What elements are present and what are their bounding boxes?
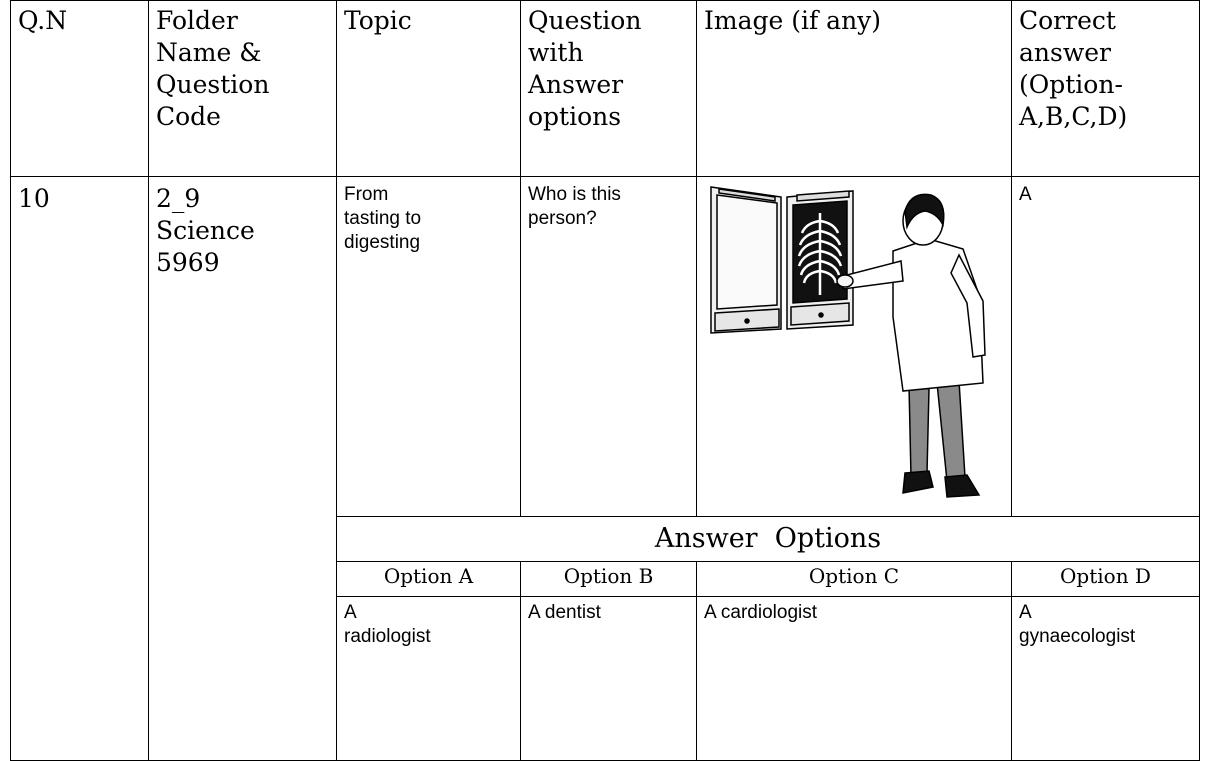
option-b-value: A dentist — [520, 596, 697, 761]
option-a-label: Option A — [336, 561, 521, 597]
header-qn: Q.N — [10, 0, 149, 177]
option-c-value: A cardiologist — [696, 596, 1012, 761]
cell-image — [696, 176, 1012, 517]
cell-correct-answer: A — [1011, 176, 1200, 517]
option-labels-row: Option A Option B Option C Option D — [11, 561, 1200, 597]
header-topic: Topic — [336, 0, 521, 177]
doctor-viewing-xray-icon — [710, 186, 986, 498]
answer-options-title-row: Answer Options — [11, 516, 1200, 562]
option-d-label: Option D — [1011, 561, 1200, 597]
option-b-label: Option B — [520, 561, 697, 597]
cell-qn: 10 — [10, 176, 149, 761]
header-image: Image (if any) — [696, 0, 1012, 177]
answer-options-title: Answer Options — [336, 516, 1200, 562]
option-c-label: Option C — [696, 561, 1012, 597]
